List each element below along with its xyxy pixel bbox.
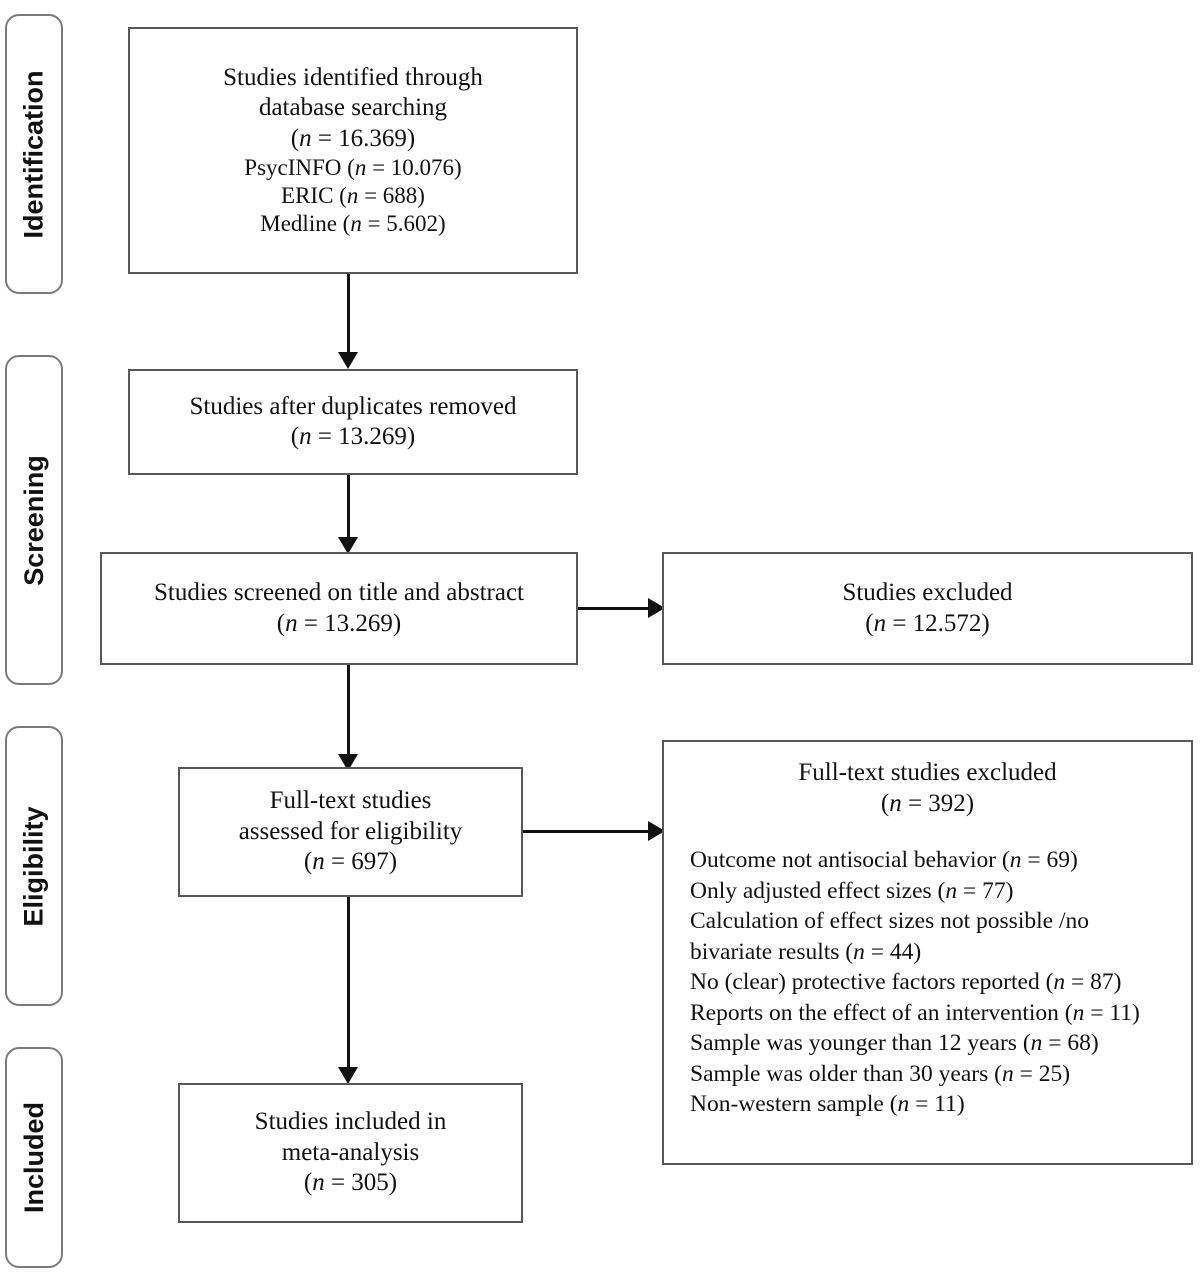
studies-excluded-count: (n = 12.572) <box>865 609 990 637</box>
stage-label-screening: Screening <box>5 355 63 685</box>
box-studies-screened: Studies screened on title and abstract (… <box>100 552 578 665</box>
box-studies-included: Studies included in meta-analysis (n = 3… <box>178 1083 523 1223</box>
arrow-screened-to-fulltext <box>338 754 358 771</box>
stage-label-identification-text: Identification <box>18 70 49 238</box>
studies-included-line2: meta-analysis <box>281 1138 420 1166</box>
fulltext-excluded-line1: Full-text studies excluded <box>798 759 1057 786</box>
fulltext-assessed-line1: Full-text studies <box>269 787 432 815</box>
duplicates-removed-count: (n = 13.269) <box>290 423 416 450</box>
studies-included-line1: Studies included in <box>254 1108 447 1136</box>
studies-identified-line1: Studies identified through <box>223 63 483 91</box>
connector-fulltext-to-excluded <box>523 830 650 833</box>
arrow-fulltext-to-included <box>338 1067 358 1084</box>
exclusion-reason-non-western: Non-western sample (n = 11) <box>690 1091 965 1118</box>
connector-screened-to-fulltext <box>347 665 350 754</box>
arrow-screened-to-excluded <box>648 598 665 618</box>
studies-identified-source-medline: Medline (n = 5.602) <box>260 211 446 237</box>
fulltext-assessed-count: (n = 697) <box>303 848 398 876</box>
fulltext-assessed-line2: assessed for eligibility <box>238 817 463 845</box>
connector-identified-to-duplicates <box>347 274 350 352</box>
exclusion-reason-adjusted-effect-sizes: Only adjusted effect sizes (n = 77) <box>690 877 1014 904</box>
arrow-identified-to-duplicates <box>338 352 358 369</box>
arrow-duplicates-to-screened <box>338 537 358 554</box>
arrow-fulltext-to-excluded <box>648 821 665 841</box>
studies-screened-count: (n = 13.269) <box>276 609 402 637</box>
box-duplicates-removed: Studies after duplicates removed (n = 13… <box>128 369 578 475</box>
studies-identified-source-psycinfo: PsycINFO (n = 10.076) <box>244 155 462 181</box>
studies-identified-source-eric: ERIC (n = 688) <box>281 183 425 209</box>
box-studies-excluded: Studies excluded (n = 12.572) <box>662 552 1193 665</box>
exclusion-reason-calculation-not-possible: Calculation of effect sizes not possible… <box>690 908 1089 935</box>
fulltext-excluded-count: (n = 392) <box>880 789 975 817</box>
box-fulltext-excluded: Full-text studies excluded (n = 392) Out… <box>662 740 1193 1165</box>
studies-screened-line1: Studies screened on title and abstract <box>153 579 525 606</box>
connector-duplicates-to-screened <box>347 475 350 537</box>
stage-label-included: Included <box>5 1047 63 1268</box>
exclusion-reason-outcome: Outcome not antisocial behavior (n = 69) <box>690 847 1078 873</box>
stage-label-included-text: Included <box>18 1101 49 1214</box>
box-fulltext-assessed: Full-text studies assessed for eligibili… <box>178 767 523 897</box>
exclusion-reason-no-protective-factors: No (clear) protective factors reported (… <box>690 969 1122 996</box>
exclusion-reason-bivariate-results: bivariate results (n = 44) <box>690 938 922 965</box>
fulltext-excluded-header: Full-text studies excluded (n = 392) <box>664 758 1191 819</box>
studies-excluded-line1: Studies excluded <box>842 579 1013 606</box>
exclusion-reason-sample-older: Sample was older than 30 years (n = 25) <box>690 1060 1071 1087</box>
stage-label-identification: Identification <box>5 14 63 294</box>
studies-identified-line2: database searching <box>258 94 448 122</box>
fulltext-excluded-reasons: Outcome not antisocial behavior (n = 69)… <box>664 845 1191 1120</box>
connector-screened-to-excluded <box>578 607 650 610</box>
stage-label-eligibility-text: Eligibility <box>18 805 49 927</box>
exclusion-reason-sample-younger: Sample was younger than 12 years (n = 68… <box>690 1030 1099 1057</box>
studies-included-count: (n = 305) <box>303 1169 398 1197</box>
stage-label-eligibility: Eligibility <box>5 726 63 1006</box>
exclusion-reason-intervention-effect: Reports on the effect of an intervention… <box>690 999 1140 1026</box>
connector-fulltext-to-included <box>347 897 350 1067</box>
studies-identified-count: (n = 16.369) <box>290 124 416 152</box>
stage-label-screening-text: Screening <box>18 454 49 586</box>
box-studies-identified: Studies identified through database sear… <box>128 27 578 274</box>
duplicates-removed-line1: Studies after duplicates removed <box>189 392 517 420</box>
